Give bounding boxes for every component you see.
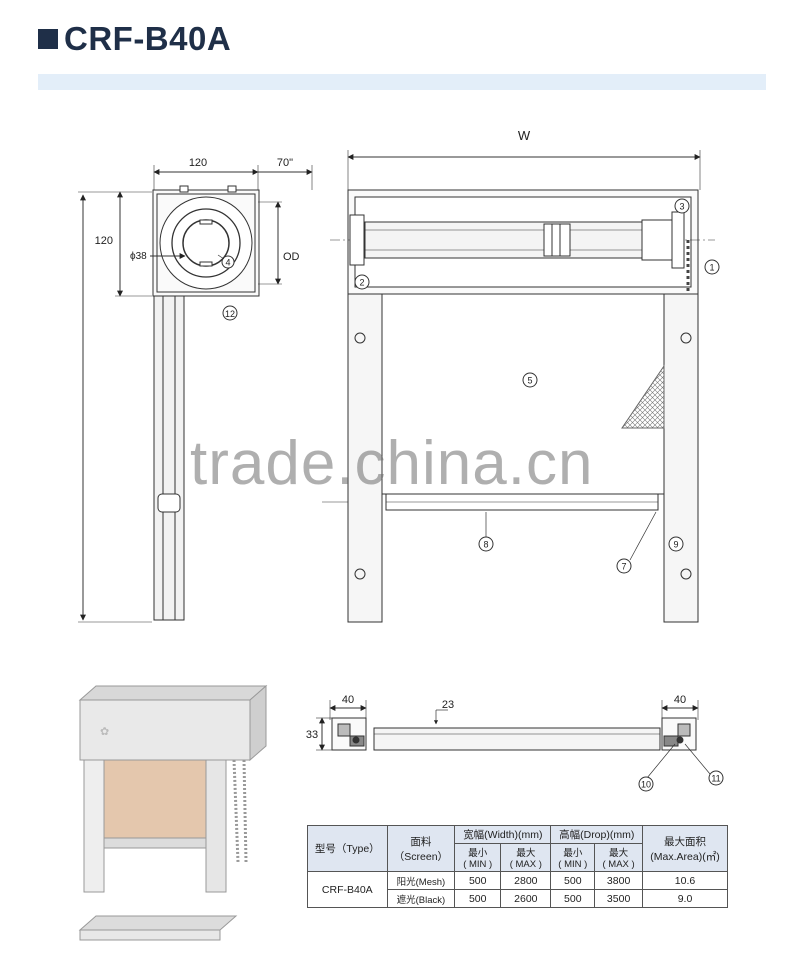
side-view (78, 165, 313, 623)
dim-dia-label: ϕ38 (130, 251, 147, 262)
side-view-labels: 120 70" 120 ϕ38 OD 4 12 (95, 157, 300, 319)
callout-1: 1 (709, 263, 714, 273)
top-view (316, 700, 724, 792)
title-text: CRF-B40A (64, 20, 232, 57)
max-en: ( MAX ) (602, 859, 635, 870)
callout-4: 4 (225, 258, 230, 268)
callout-11: 11 (711, 774, 720, 784)
header-drop-min: 最小 ( MIN ) (550, 843, 596, 872)
callout-10: 10 (641, 780, 651, 790)
header-drop-max: 最大 ( MAX ) (594, 843, 644, 872)
callout-12: 12 (225, 309, 235, 319)
header-screen-cn: 面料 (410, 835, 432, 848)
product-illustration: ✿ (78, 684, 268, 941)
width-max-cell: 2600 (500, 889, 552, 908)
dim-tube-label: 23 (442, 699, 454, 711)
table-subheader-row: 最小 ( MIN ) 最大 ( MAX ) 最小 ( MIN ) 最大 ( MA… (308, 843, 728, 872)
title-band (38, 74, 766, 90)
screen-cell: 阳光(Mesh) (386, 871, 456, 890)
header-width: 宽幅(Width)(mm) (454, 825, 552, 844)
watermark: trade.china.cn (190, 429, 594, 498)
title-square-icon (38, 29, 58, 49)
header-area-en: (Max.Area)(㎡) (650, 850, 720, 863)
svg-text:✿: ✿ (100, 726, 109, 738)
drop-min-cell: 500 (550, 871, 596, 890)
callout-2: 2 (359, 278, 364, 288)
drop-max-cell: 3800 (594, 871, 644, 890)
front-view (322, 150, 720, 623)
screen-cell: 遮光(Black) (386, 889, 456, 908)
min-cn: 最小 (468, 848, 488, 859)
callout-8: 8 (483, 540, 488, 550)
width-min-cell: 500 (454, 871, 502, 890)
model-cell: CRF-B40A (307, 871, 388, 908)
width-min-cell: 500 (454, 889, 502, 908)
area-cell: 10.6 (642, 871, 728, 890)
header-screen-en: （Screen） (393, 850, 449, 863)
max-cn: 最大 (516, 848, 536, 859)
header-type: 型号（Type） (307, 825, 388, 872)
dim-height-label: 33 (306, 729, 318, 741)
min-cn: 最小 (563, 848, 583, 859)
front-view-labels: W 1 2 3 5 7 8 9 (359, 128, 714, 572)
max-en: ( MAX ) (509, 859, 542, 870)
max-cn: 最大 (609, 848, 629, 859)
spec-table: 型号（Type） 面料 （Screen） 宽幅(Width)(mm) 高幅(Dr… (307, 825, 728, 908)
drop-max-cell: 3500 (594, 889, 644, 908)
callout-3: 3 (679, 202, 684, 212)
callout-5: 5 (527, 376, 532, 386)
min-en: ( MIN ) (558, 859, 588, 870)
drop-min-cell: 500 (550, 889, 596, 908)
callout-9: 9 (673, 540, 678, 550)
page-title: CRF-B40A (38, 20, 231, 58)
width-max-cell: 2800 (500, 871, 552, 890)
table-row: CRF-B40A 阳光(Mesh) 500 2800 500 3800 10.6 (307, 871, 728, 908)
header-width-max: 最大 ( MAX ) (500, 843, 552, 872)
table-row: 遮光(Black) 500 2600 500 3500 9.0 (308, 889, 728, 908)
top-view-labels: 40 40 23 33 10 11 (306, 694, 721, 790)
dim-w-label: W (518, 128, 531, 143)
header-drop: 高幅(Drop)(mm) (550, 825, 644, 844)
min-en: ( MIN ) (463, 859, 493, 870)
callout-7: 7 (621, 562, 626, 572)
dim-height-label: 120 (95, 235, 113, 247)
dim-right-label: 40 (674, 694, 686, 706)
dim-od-label: OD (283, 251, 300, 263)
dim-left-label: 40 (342, 694, 354, 706)
header-screen: 面料 （Screen） (386, 825, 456, 872)
header-area-cn: 最大面积 (664, 835, 706, 848)
dim-width-label: 120 (189, 157, 207, 169)
header-width-min: 最小 ( MIN ) (454, 843, 502, 872)
dim-offset-label: 70" (277, 157, 293, 169)
area-cell: 9.0 (642, 889, 728, 908)
table-header-row: 型号（Type） 面料 （Screen） 宽幅(Width)(mm) 高幅(Dr… (307, 825, 728, 872)
header-area: 最大面积 (Max.Area)(㎡) (642, 825, 728, 872)
